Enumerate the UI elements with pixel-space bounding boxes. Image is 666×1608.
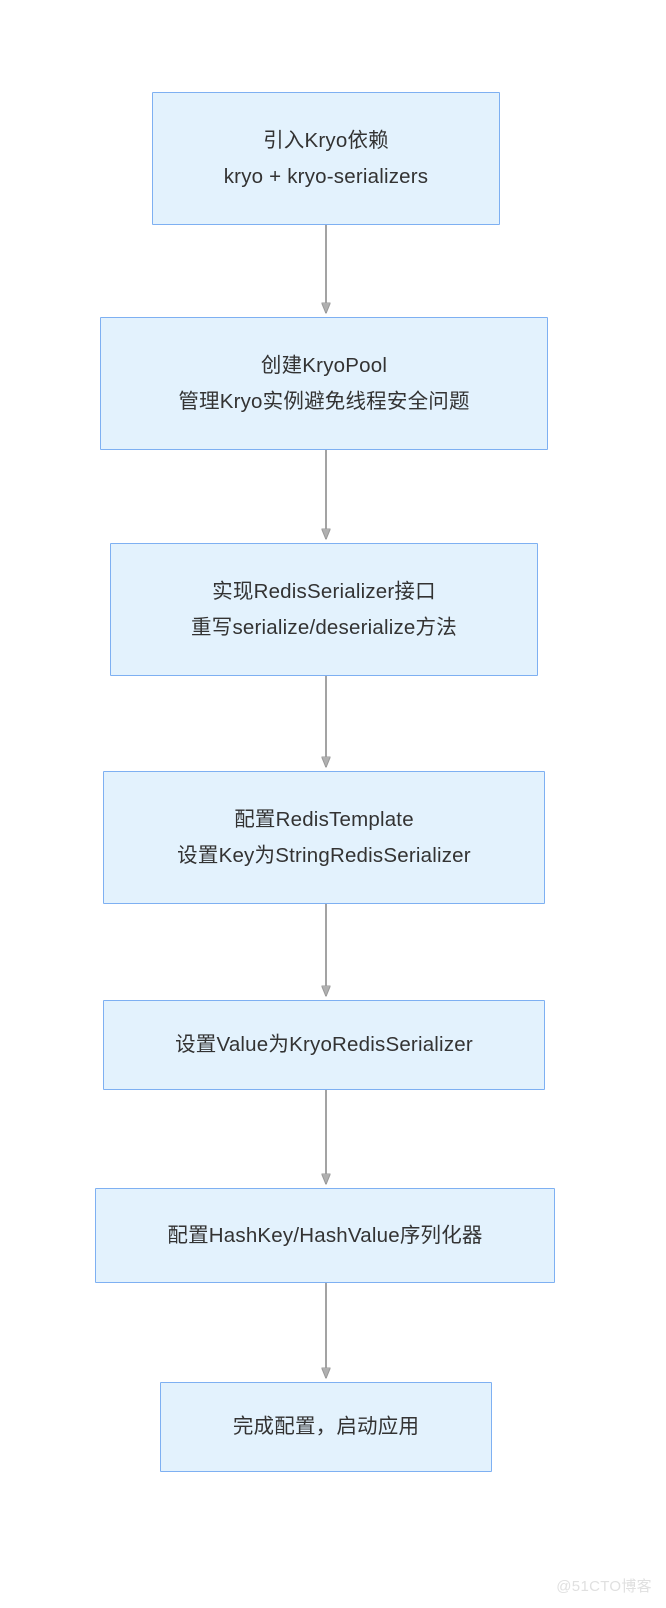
watermark-label: @51CTO博客 bbox=[556, 1578, 652, 1595]
node-text-line: 配置HashKey/HashValue序列化器 bbox=[167, 1223, 483, 1247]
flowchart-node-configure-hash-serializers[interactable]: 配置HashKey/HashValue序列化器 bbox=[95, 1188, 555, 1283]
flowchart-node-configure-redistemplate[interactable]: 配置RedisTemplate 设置Key为StringRedisSeriali… bbox=[103, 771, 545, 904]
node-text-line: 设置Value为KryoRedisSerializer bbox=[175, 1033, 473, 1056]
node-text-line: 配置RedisTemplate bbox=[234, 807, 414, 831]
node-text-line: 引入Kryo依赖 bbox=[263, 128, 389, 152]
flowchart-node-implement-redisserializer[interactable]: 实现RedisSerializer接口 重写serialize/deserial… bbox=[110, 543, 538, 676]
node-text-line: 重写serialize/deserialize方法 bbox=[191, 615, 457, 639]
flowchart-node-import-kryo-dependency[interactable]: 引入Kryo依赖 kryo + kryo-serializers bbox=[152, 92, 500, 225]
flowchart-node-finish-and-start-app[interactable]: 完成配置，启动应用 bbox=[160, 1382, 492, 1472]
flowchart-node-set-value-serializer[interactable]: 设置Value为KryoRedisSerializer bbox=[103, 1000, 545, 1090]
node-text-line: 设置Key为StringRedisSerializer bbox=[177, 843, 471, 867]
node-text-line: 完成配置，启动应用 bbox=[232, 1415, 420, 1438]
node-text-line: 管理Kryo实例避免线程安全问题 bbox=[178, 389, 470, 413]
node-text-line: kryo + kryo-serializers bbox=[223, 164, 429, 188]
flowchart-node-create-kryopool[interactable]: 创建KryoPool 管理Kryo实例避免线程安全问题 bbox=[100, 317, 548, 450]
node-text-line: 实现RedisSerializer接口 bbox=[212, 579, 436, 603]
node-text-line: 创建KryoPool bbox=[260, 353, 388, 377]
